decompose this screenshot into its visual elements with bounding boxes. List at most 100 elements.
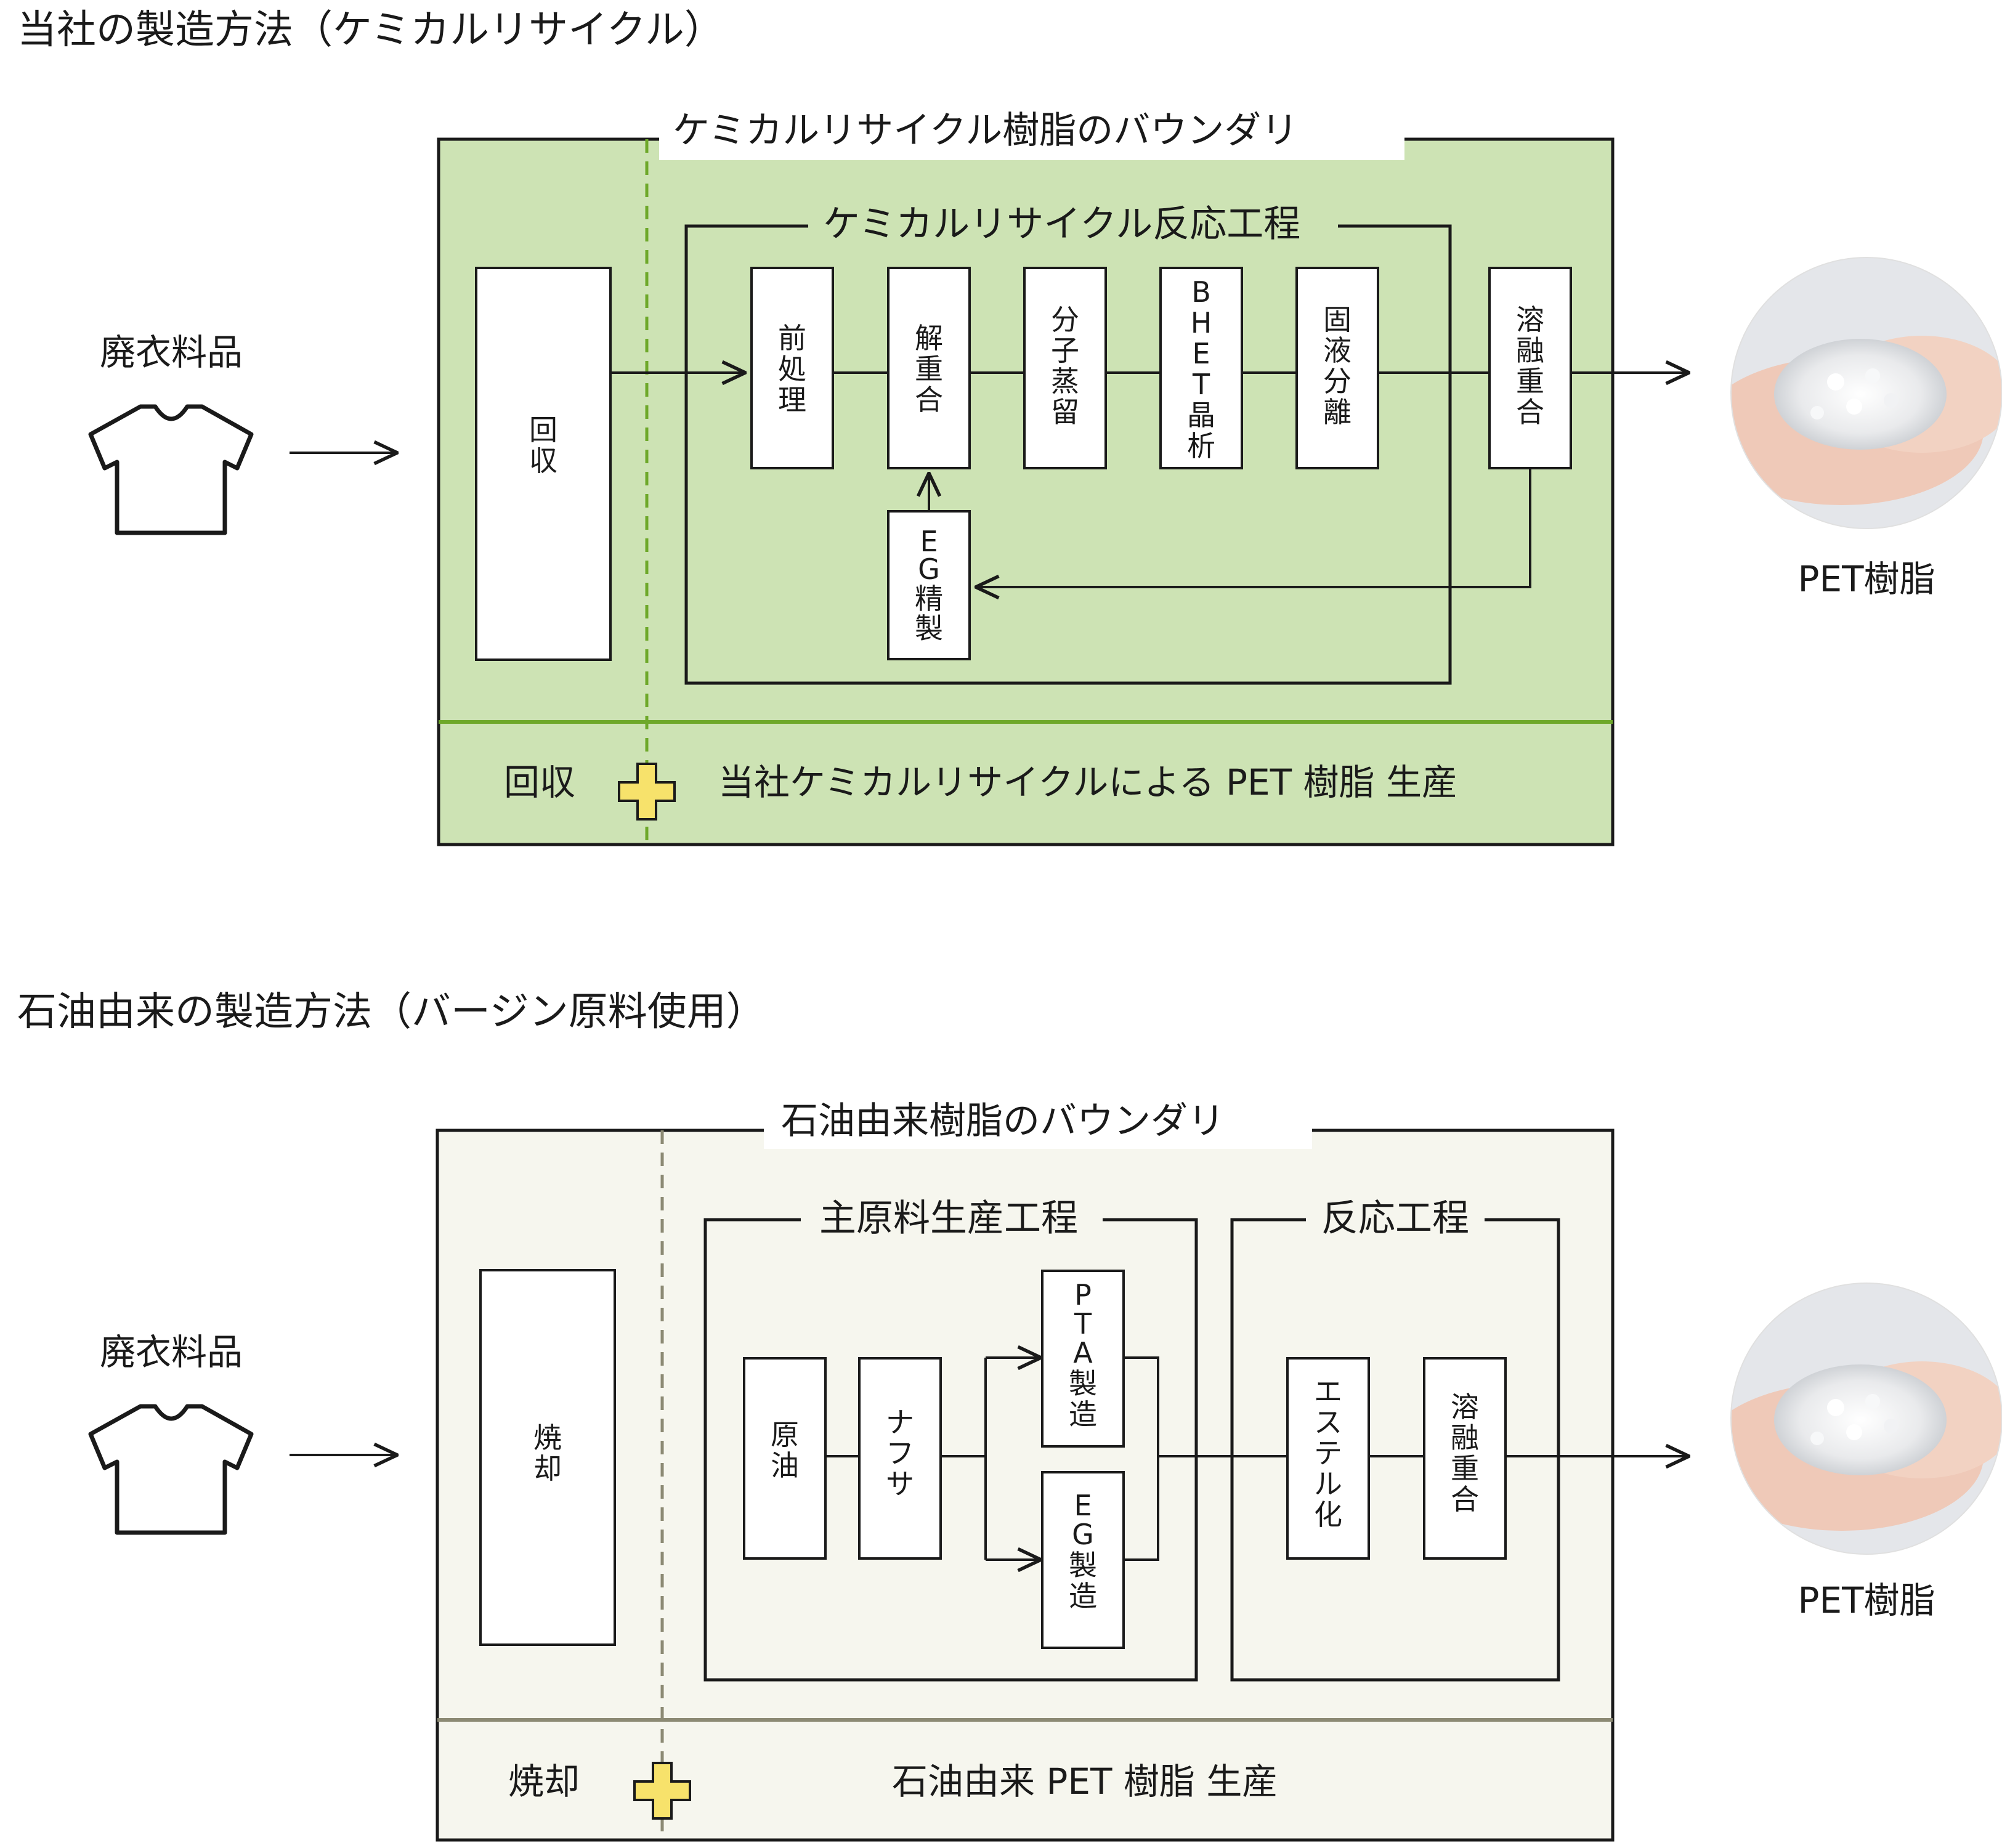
step-box-depolymerization: 解 重 合 [887, 267, 971, 469]
tshirt-icon [88, 1404, 254, 1535]
collect-box-label-2: 収 [529, 444, 557, 477]
eg-recycle-loop-arrow [976, 468, 1531, 587]
raw-material-production-title: 主原料生産工程 [819, 1197, 1078, 1240]
photo-border-2 [1730, 1283, 2002, 1555]
svg-text:離: 離 [1323, 395, 1352, 429]
svg-text:固: 固 [1323, 303, 1352, 336]
svg-text:H: H [1191, 306, 1212, 339]
svg-text:理: 理 [778, 383, 806, 416]
step-box-pta-production: P T A 製 造 [1041, 1270, 1125, 1448]
svg-text:合: 合 [1451, 1483, 1479, 1516]
plus-icon [618, 763, 676, 821]
svg-text:製: 製 [1069, 1367, 1097, 1400]
photo-border [1730, 257, 2002, 529]
svg-text:蒸: 蒸 [1051, 365, 1079, 398]
svg-text:処: 処 [778, 352, 806, 386]
reaction-group-title: 反応工程 [1321, 1197, 1469, 1240]
svg-text:溶: 溶 [1451, 1390, 1479, 1424]
svg-text:E: E [1192, 337, 1210, 370]
svg-text:T: T [1074, 1307, 1092, 1340]
section2-heading: 石油由来の製造方法（バージン原料使用） [17, 989, 766, 1035]
collect-box-label-1: 回 [529, 413, 557, 447]
svg-text:造: 造 [1069, 1398, 1097, 1431]
step-box-naphtha: ナ フ サ [858, 1357, 942, 1560]
svg-text:留: 留 [1051, 395, 1079, 429]
step-box-molecular-distillation: 分 子 蒸 留 [1023, 267, 1107, 469]
step-box-melt-polymerization: 溶 融 重 合 [1488, 267, 1572, 469]
svg-text:エ: エ [1314, 1375, 1342, 1408]
footer-left-collect: 回収 [504, 761, 575, 803]
svg-text:造: 造 [1069, 1579, 1097, 1613]
svg-text:P: P [1074, 1278, 1092, 1311]
output-label-pet-resin: PET樹脂 [1797, 558, 1935, 600]
svg-text:製: 製 [1069, 1549, 1097, 1582]
footer-right-production: 当社ケミカルリサイクルによる PET 樹脂 生産 [718, 761, 1457, 803]
svg-text:ス: ス [1314, 1406, 1342, 1439]
svg-text:サ: サ [886, 1467, 914, 1501]
step-box-solid-liquid-separation: 固 液 分 離 [1295, 267, 1379, 469]
svg-text:重: 重 [1516, 365, 1544, 398]
svg-text:子: 子 [1051, 334, 1079, 367]
group1-title-bg [801, 1198, 1103, 1241]
svg-text:化: 化 [1314, 1498, 1342, 1531]
output2-label-pet-resin: PET樹脂 [1797, 1579, 1935, 1621]
petroleum-boundary-title: 石油由来樹脂のバウンダリ [781, 1100, 1225, 1143]
svg-text:融: 融 [1516, 334, 1544, 367]
svg-text:A: A [1073, 1336, 1093, 1369]
incinerate-box [479, 1269, 616, 1646]
svg-text:液: 液 [1323, 334, 1352, 367]
svg-text:解: 解 [915, 322, 943, 355]
svg-text:G: G [1072, 1518, 1094, 1551]
pet-pellets-photo [1731, 1283, 2002, 1554]
svg-text:重: 重 [1451, 1452, 1479, 1485]
footer2-left-incinerate: 焼却 [508, 1761, 580, 1802]
merge-bracket [1124, 1356, 1159, 1561]
svg-text:溶: 溶 [1516, 303, 1544, 336]
svg-text:B: B [1191, 275, 1211, 309]
svg-text:G: G [918, 553, 940, 586]
svg-text:分: 分 [1323, 365, 1352, 398]
footer2-right-production: 石油由来 PET 樹脂 生産 [892, 1761, 1278, 1802]
input2-label-waste-clothing: 廃衣料品 [100, 1331, 243, 1373]
svg-text:合: 合 [915, 383, 943, 416]
svg-text:前: 前 [778, 322, 806, 355]
svg-text:ル: ル [1314, 1467, 1342, 1501]
frame-title-bg [659, 117, 1404, 160]
svg-text:融: 融 [1451, 1421, 1479, 1454]
pet-pellets-photo [1731, 257, 2002, 529]
reaction-process-title: ケミカルリサイクル反応工程 [823, 203, 1300, 246]
svg-text:重: 重 [915, 352, 943, 386]
group2-title-bg [1306, 1198, 1485, 1241]
step-box-crude-oil: 原 油 [743, 1357, 827, 1560]
chemical-recycle-boundary-title: ケミカルリサイクル樹脂のバウンダリ [673, 109, 1298, 152]
step-box-pretreatment: 前 処 理 [750, 267, 834, 469]
plus-icon [633, 1762, 691, 1820]
chemical-recycle-boundary-frame [437, 137, 1615, 846]
input-label-waste-clothing: 廃衣料品 [100, 331, 243, 373]
collect-box [475, 267, 612, 661]
step-box-eg-production: E G 製 造 [1041, 1471, 1125, 1649]
group-title-bg [808, 203, 1338, 246]
frame2-title-bg [764, 1106, 1312, 1149]
step-box-melt-polymerization-2: 溶 融 重 合 [1423, 1357, 1507, 1560]
svg-text:テ: テ [1314, 1437, 1342, 1470]
incinerate-box-label-2: 却 [533, 1452, 562, 1485]
tshirt-icon [88, 404, 254, 535]
svg-text:精: 精 [915, 582, 943, 615]
svg-text:析: 析 [1187, 429, 1215, 463]
svg-text:T: T [1192, 368, 1210, 401]
svg-text:フ: フ [886, 1437, 914, 1470]
svg-text:E: E [920, 525, 938, 558]
incinerate-box-label-1: 焼 [533, 1421, 562, 1454]
section1-heading: 当社の製造方法（ケミカルリサイクル） [17, 7, 724, 53]
step-box-bhet-crystallization: B H E T 晶 析 [1159, 267, 1243, 469]
step-box-esterification: エ ス テ ル 化 [1286, 1357, 1370, 1560]
svg-text:晶: 晶 [1187, 399, 1215, 432]
svg-text:E: E [1074, 1489, 1092, 1522]
svg-text:ナ: ナ [886, 1406, 914, 1439]
svg-text:製: 製 [915, 612, 943, 645]
svg-text:油: 油 [771, 1449, 799, 1482]
svg-text:分: 分 [1051, 303, 1079, 336]
svg-text:合: 合 [1516, 395, 1544, 429]
